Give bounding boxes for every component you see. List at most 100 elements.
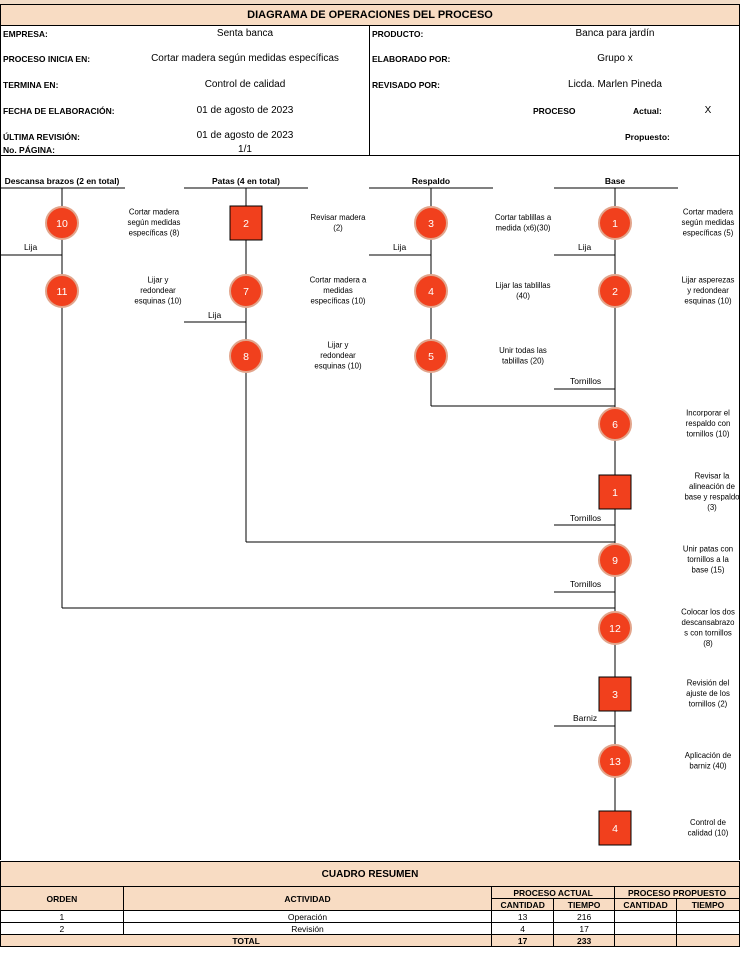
inspection-node	[598, 474, 632, 510]
summary-table: ORDEN ACTIVIDAD PROCESO ACTUAL PROCESO P…	[0, 886, 740, 947]
node-number: 10	[56, 218, 68, 230]
producto-value: Banca para jardín	[575, 28, 655, 39]
total-tiempo: 233	[553, 934, 616, 947]
node-number: 8	[243, 351, 249, 363]
total-cantidad-propuesto	[614, 934, 678, 947]
ultima-revision-label: ÚLTIMA REVISIÓN:	[3, 132, 80, 142]
tiempo-propuesto-cell	[676, 922, 740, 935]
header-divider	[369, 25, 370, 155]
proceso-label: PROCESO	[533, 106, 576, 116]
node-number: 7	[243, 286, 249, 298]
col-propuesto-header: PROCESO PROPUESTO	[614, 886, 740, 899]
proceso-inicia-label: PROCESO INICIA EN:	[3, 54, 91, 64]
table-row: 2 Revisión 4 17	[0, 922, 740, 935]
actual-label: Actual:	[633, 106, 662, 116]
operation-node	[414, 339, 448, 373]
operation-node	[414, 274, 448, 308]
node-number: 3	[612, 689, 618, 701]
table-row: 1 Operación 13 216	[0, 910, 740, 923]
node-number: 3	[428, 218, 434, 230]
inspection-node	[598, 810, 632, 846]
column-title-patas: Patas (4 en total)	[212, 176, 280, 186]
node-number: 4	[428, 286, 434, 298]
col-cantidad-header: CANTIDAD	[614, 898, 678, 911]
node-number: 1	[612, 487, 618, 499]
input-label: Lija	[393, 242, 407, 252]
col-cantidad-header: CANTIDAD	[491, 898, 555, 911]
node-number: 5	[428, 351, 434, 363]
column-title-base: Base	[605, 176, 626, 186]
operation-node	[229, 339, 263, 373]
total-cantidad: 17	[491, 934, 555, 947]
operation-node	[598, 744, 632, 778]
col-tiempo-header: TIEMPO	[553, 898, 616, 911]
page-title: DIAGRAMA DE OPERACIONES DEL PROCESO	[0, 4, 740, 26]
input-label: Tornillos	[570, 513, 601, 523]
tiempo-cell: 17	[553, 922, 616, 935]
input-label: Barniz	[573, 713, 597, 723]
termina-label: TERMINA EN:	[3, 80, 59, 90]
ultima-revision-value: 01 de agosto de 2023	[196, 130, 294, 141]
termina-value: Control de calidad	[204, 79, 286, 90]
operation-node	[45, 206, 79, 240]
col-tiempo-header: TIEMPO	[676, 898, 740, 911]
operation-node	[598, 543, 632, 577]
input-label: Tornillos	[570, 376, 601, 386]
total-tiempo-propuesto	[676, 934, 740, 947]
fecha-label: FECHA DE ELABORACIÓN:	[3, 106, 115, 116]
node-number: 9	[612, 555, 618, 567]
col-actividad-header: ACTIVIDAD	[122, 886, 493, 911]
node-number: 12	[609, 623, 621, 635]
tiempo-propuesto-cell	[676, 910, 740, 923]
column-title-descansa-brazos: Descansa brazos (2 en total)	[5, 176, 120, 186]
cantidad-propuesto-cell	[614, 910, 678, 923]
tiempo-cell: 216	[553, 910, 616, 923]
actividad-cell: Revisión	[122, 922, 493, 935]
input-label: Lija	[578, 242, 592, 252]
operation-node	[598, 274, 632, 308]
input-label: Lija	[208, 310, 222, 320]
operation-node	[598, 407, 632, 441]
input-label: Tornillos	[570, 579, 601, 589]
cantidad-cell: 4	[491, 922, 555, 935]
col-actual-header: PROCESO ACTUAL	[491, 886, 616, 899]
orden-cell: 1	[0, 910, 124, 923]
node-number: 4	[612, 823, 618, 835]
node-number: 2	[243, 218, 249, 230]
column-title-respaldo: Respaldo	[412, 176, 450, 186]
pagina-label: No. PÁGINA:	[3, 145, 55, 155]
input-label: Lija	[24, 242, 38, 252]
operation-node	[414, 206, 448, 240]
elaborado-label: ELABORADO POR:	[372, 54, 451, 64]
operation-node	[229, 274, 263, 308]
actual-value: X	[704, 105, 712, 116]
operation-node	[598, 611, 632, 645]
revisado-value: Licda. Marlen Pineda	[568, 79, 662, 90]
col-orden-header: ORDEN	[0, 886, 124, 911]
inspection-node	[598, 676, 632, 712]
cantidad-cell: 13	[491, 910, 555, 923]
node-number: 13	[609, 756, 621, 768]
empresa-label: EMPRESA:	[3, 29, 48, 39]
fecha-value: 01 de agosto de 2023	[196, 105, 294, 116]
total-label: TOTAL	[0, 934, 493, 947]
node-description: Lijar las tablillas(40)	[495, 281, 550, 301]
pagina-value: 1/1	[238, 144, 252, 155]
summary-title: CUADRO RESUMEN	[0, 861, 740, 887]
elaborado-value: Grupo x	[597, 53, 633, 64]
